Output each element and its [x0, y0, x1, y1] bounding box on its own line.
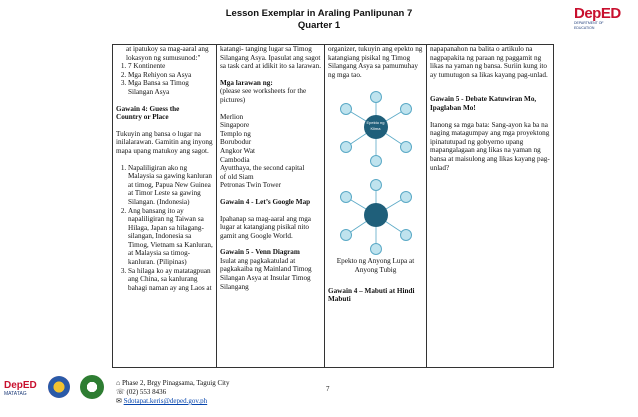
organizer-node	[339, 191, 352, 204]
mail-icon: ✉	[116, 397, 124, 405]
larawan-title: Mga larawan ng:	[220, 78, 273, 87]
phone-icon: ☏	[116, 388, 127, 396]
gawain-title: Gawain 5 - Debate Katuwiran Mo, Ipaglaba…	[430, 95, 537, 112]
gawain-title: Gawain 4: Guess the	[116, 104, 180, 113]
organizer-hub	[363, 203, 388, 228]
footer-contact: ⌂ Phase 2, Brgy Pinagsama, Taguig City ☏…	[116, 379, 230, 406]
column-1-cell: at ipatukoy sa mag-aaral ang lokasyon ng…	[112, 44, 217, 368]
page-footer: DepED MATATAG ⌂ Phase 2, Brgy Pinagsama,…	[0, 370, 638, 417]
list-item: Ang bansang ito ay napaliligiran ng Taiw…	[128, 207, 213, 267]
table-row: at ipatukoy sa mag-aaral ang lokasyon ng…	[112, 44, 554, 368]
place-item: Angkor Wat	[220, 146, 256, 155]
intro-line-1: at ipatukoy sa mag-aaral ang	[126, 45, 209, 54]
column-2-cell: katangi- tanging lugar sa Timog Silangan…	[216, 44, 325, 368]
organizer-node	[369, 179, 382, 192]
lesson-table: at ipatukoy sa mag-aaral ang lokasyon ng…	[112, 44, 554, 368]
gawain4-text: Ipahanap sa mag-aaral ang mga lugar at k…	[220, 214, 311, 240]
organizer-node	[399, 103, 412, 116]
place-item: of old Siam	[220, 172, 254, 181]
location-list: 7 Kontinente Mga Rehiyon sa Asya Mga Ban…	[116, 62, 213, 96]
place-item: Templo ng	[220, 129, 251, 138]
deped-logo-text: DepED	[574, 5, 621, 22]
list-item: Sa hilaga ko ay matatagpuan ang China, s…	[128, 267, 213, 293]
place-item: Singapore	[220, 121, 250, 130]
bagong-pilipinas-logo	[48, 376, 70, 398]
organizer-node	[339, 229, 352, 242]
gawain4-title: Gawain 4 - Let’s Google Map	[220, 197, 311, 206]
page-number: 7	[326, 385, 330, 393]
column-4-cell: napapanahon na balita o artikulo na nagp…	[426, 44, 554, 368]
organizer-hub: Epekto ng Klima	[363, 115, 388, 140]
debate-text: Itanong sa mga bata: Sang-ayon ka ba na …	[430, 120, 550, 172]
gawain-title-cont: Country or Place	[116, 113, 169, 122]
footer-logo-text: DepED	[4, 380, 37, 391]
organizer-node	[369, 91, 382, 104]
division-seal-logo	[80, 375, 104, 399]
place-item: Cambodia	[220, 155, 250, 164]
gawain5-title: Gawain 5 - Venn Diagram	[220, 248, 300, 257]
intro-line-2: lokasyon ng sumusunod:"	[126, 53, 201, 62]
footer-logo-sub: MATATAG	[4, 391, 27, 397]
footer-deped-logo: DepED MATATAG	[4, 380, 37, 397]
instructions-text: Tukuyin ang bansa o lugar na inilalarawa…	[116, 129, 213, 155]
organizer-node	[399, 191, 412, 204]
place-item: Merlion	[220, 112, 244, 121]
organizer-node	[339, 103, 352, 116]
intro-text: organizer, tukuyin ang epekto ng katangi…	[328, 45, 423, 79]
organizer-caption: Epekto ng Anyong Lupa at Anyong Tubig	[336, 257, 415, 274]
organizer-node	[339, 141, 352, 154]
gawain-title: Gawain 4 – Mabuti at Hindi Mabuti	[328, 286, 415, 304]
email-link[interactable]: Sdotapat.keris@deped.gov.ph	[123, 397, 208, 405]
deped-logo-subtext: DEPARTMENT OF EDUCATION	[574, 21, 604, 30]
organizer-node	[399, 141, 412, 154]
footer-phone: ☏ (02) 553 8436	[116, 388, 167, 396]
place-item: Ayutthaya, the second capital	[220, 164, 305, 173]
page-title: Lesson Exemplar in Araling Panlipunan 7 …	[0, 8, 638, 32]
list-item: 7 Kontinente	[128, 62, 213, 71]
gawain5-text: Isulat ang pagkakatulad at pagkakaiba ng…	[220, 256, 312, 291]
title-line-1: Lesson Exemplar in Araling Panlipunan 7	[225, 8, 413, 19]
larawan-note: (please see worksheets for the pictures)	[220, 87, 307, 104]
place-item: Petronas Twin Tower	[220, 181, 282, 190]
graphic-organizer-klima: Epekto ng Klima	[332, 89, 420, 169]
organizer-node	[369, 243, 382, 256]
graphic-organizer-anyong-lupa	[332, 177, 420, 257]
home-icon: ⌂	[116, 379, 122, 387]
organizer-node	[369, 155, 382, 168]
list-item: Mga Rehiyon sa Asya	[128, 71, 213, 80]
footer-email[interactable]: ✉ Sdotapat.keris@deped.gov.ph	[116, 397, 230, 406]
intro-text: katangi- tanging lugar sa Timog Silangan…	[220, 45, 321, 71]
place-item: Borubodur	[220, 138, 252, 147]
clue-list: Napaliligiran ako ng Malaysia sa gawing …	[116, 164, 213, 293]
organizer-node	[399, 229, 412, 242]
title-line-2: Quarter 1	[297, 20, 341, 31]
list-item: Mga Bansa sa Timog Silangan Asya	[128, 79, 213, 96]
list-item: Napaliligiran ako ng Malaysia sa gawing …	[128, 164, 213, 207]
deped-logo: DepED DEPARTMENT OF EDUCATION	[574, 5, 624, 30]
column-3-cell: organizer, tukuyin ang epekto ng katangi…	[324, 44, 427, 368]
footer-address: ⌂ Phase 2, Brgy Pinagsama, Taguig City	[116, 379, 230, 387]
intro-text: napapanahon na balita o artikulo na nagp…	[430, 45, 548, 79]
